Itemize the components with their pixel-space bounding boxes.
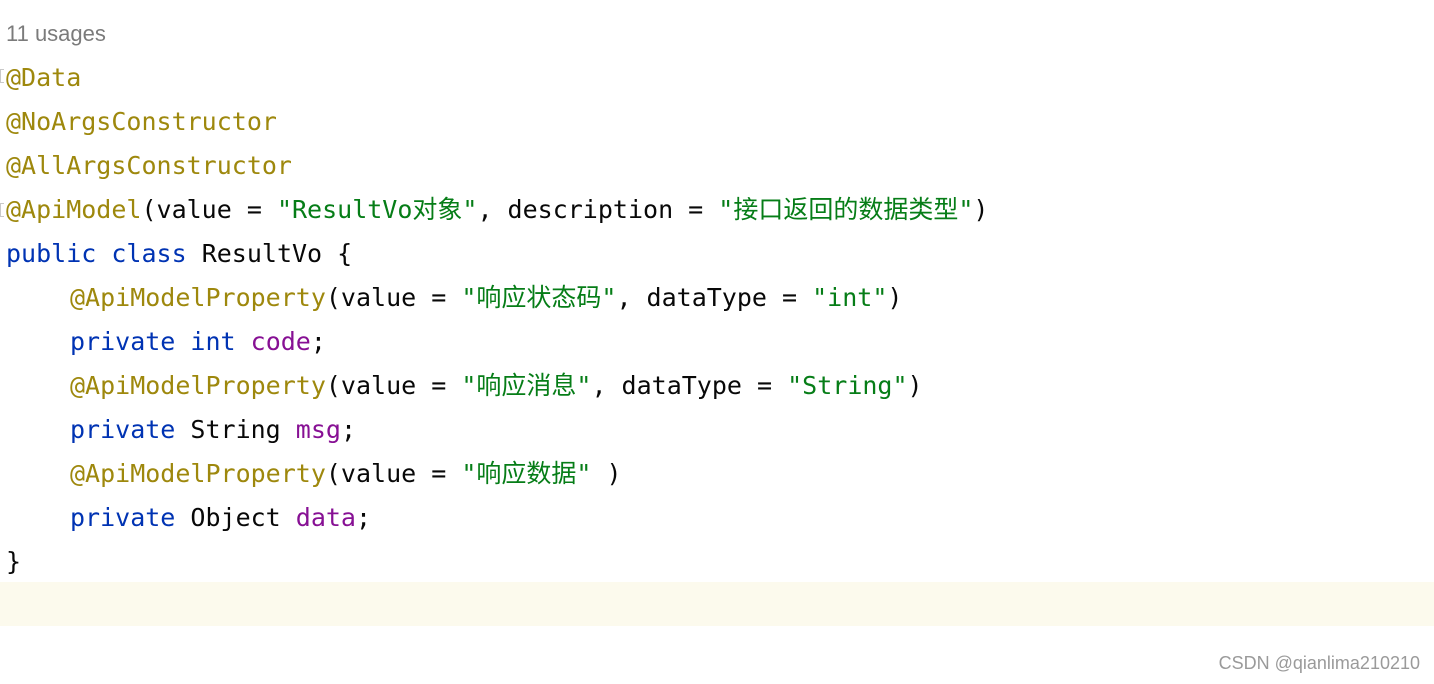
keyword-token: class [111,239,187,268]
code-line-9: private String msg; [6,408,1434,452]
annotation-token: @ApiModelProperty [70,283,326,312]
keyword-token: private [70,327,176,356]
code-text: (value = [325,459,462,488]
annotation-token: @NoArgsConstructor [6,107,277,136]
string-literal: "响应数据" [461,459,592,488]
code-editor[interactable]: @Data @NoArgsConstructor @AllArgsConstru… [6,56,1434,584]
code-text [236,327,251,356]
code-line-11: private Object data; [6,496,1434,540]
keyword-token: private [70,415,176,444]
code-text: ) [887,283,903,312]
code-text [175,327,190,356]
code-text: ; [356,503,372,532]
field-name: msg [295,415,341,444]
code-text: (value = [141,195,277,224]
keyword-token: public [6,239,97,268]
code-text: ) [907,371,923,400]
code-text: ; [310,327,326,356]
code-text: ; [340,415,356,444]
field-name: data [295,503,356,532]
string-literal: "响应状态码" [461,283,617,312]
string-literal: "ResultVo对象" [276,195,478,224]
code-text: ResultVo { [186,239,353,268]
annotation-token: @Data [6,63,82,92]
annotation-token: @ApiModelProperty [70,459,326,488]
current-line-highlight [0,582,1434,626]
annotation-token: @ApiModel [6,195,142,224]
annotation-token: @AllArgsConstructor [6,151,292,180]
annotation-token: @ApiModelProperty [70,371,326,400]
gutter-fold-marker-bottom[interactable] [0,203,4,217]
code-text: (value = [325,371,462,400]
code-line-5: public class ResultVo { [6,232,1434,276]
code-line-7: private int code; [6,320,1434,364]
code-text: String [175,415,296,444]
code-line-6: @ApiModelProperty(value = "响应状态码", dataT… [6,276,1434,320]
field-name: code [250,327,311,356]
code-text [96,239,111,268]
keyword-token: private [70,503,176,532]
gutter-fold-marker-top[interactable] [0,69,4,83]
usages-hint[interactable]: 11 usages [6,21,106,46]
keyword-token: int [190,327,236,356]
string-literal: "String" [787,371,908,400]
code-line-12: } [6,540,1434,584]
code-text: , description = [477,195,719,224]
string-literal: "int" [812,283,888,312]
code-line-4: @ApiModel(value = "ResultVo对象", descript… [6,188,1434,232]
code-text: ) [973,195,989,224]
code-line-3: @AllArgsConstructor [6,144,1434,188]
code-text: ) [591,459,622,488]
code-line-2: @NoArgsConstructor [6,100,1434,144]
code-text: (value = [325,283,462,312]
string-literal: "响应消息" [461,371,592,400]
code-text: , dataType = [616,283,813,312]
code-text: } [6,547,22,576]
code-text: , dataType = [591,371,788,400]
code-line-10: @ApiModelProperty(value = "响应数据" ) [6,452,1434,496]
watermark: CSDN @qianlima210210 [1218,653,1420,673]
code-line-1: @Data [6,56,1434,100]
code-text: Object [175,503,296,532]
code-line-8: @ApiModelProperty(value = "响应消息", dataTy… [6,364,1434,408]
string-literal: "接口返回的数据类型" [718,195,974,224]
